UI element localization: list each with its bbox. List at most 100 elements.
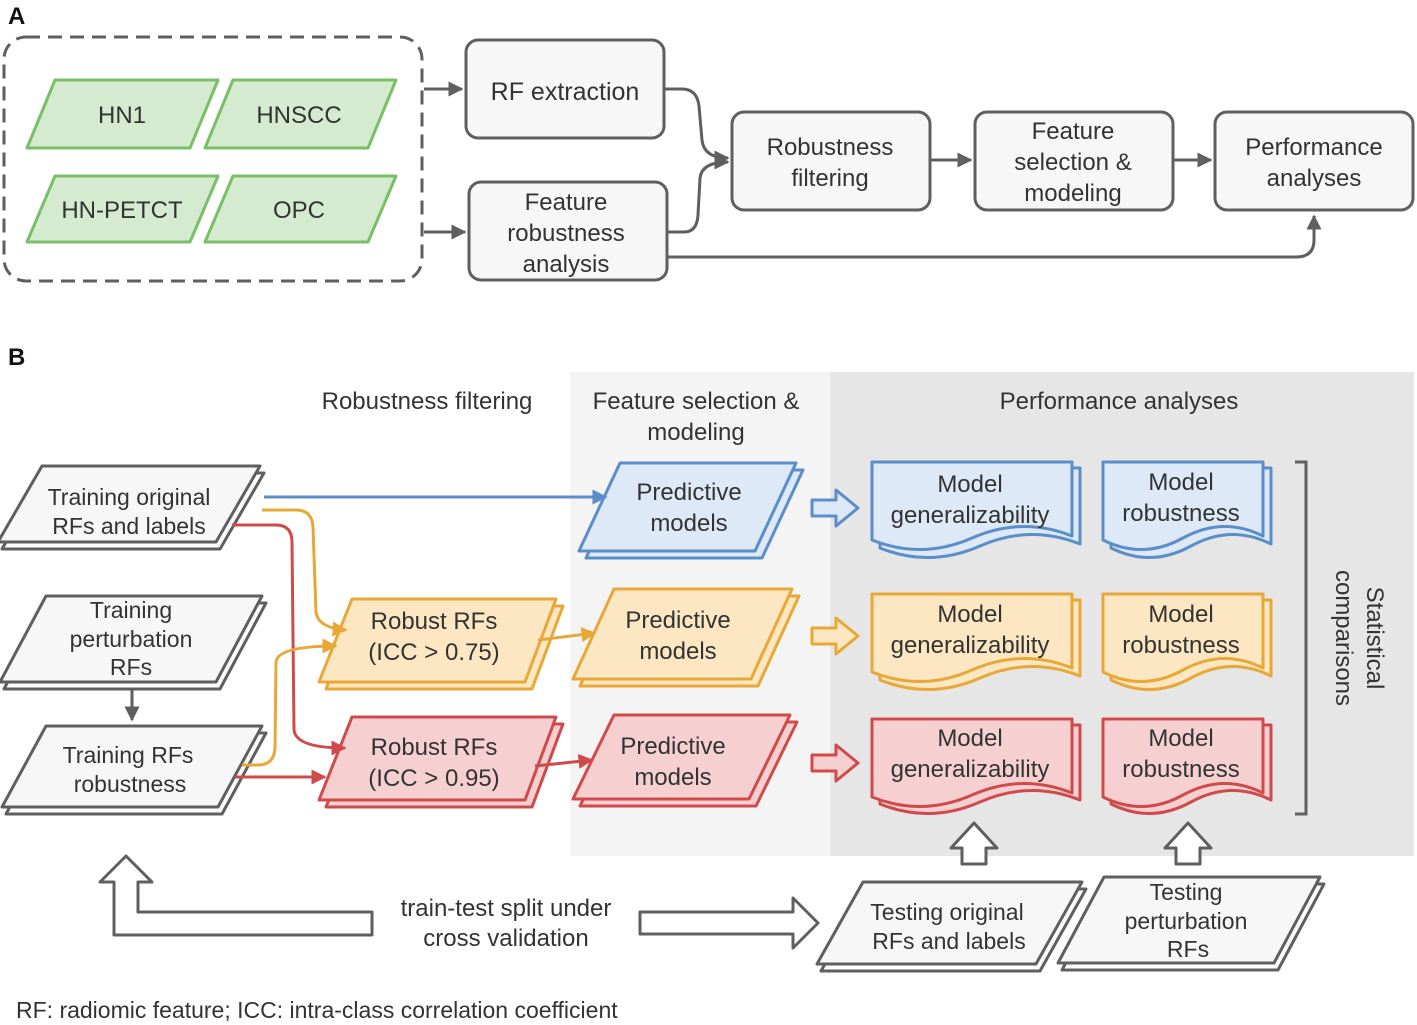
dataset-hn1: HN1 — [25, 78, 220, 150]
rob-blue-line-1: Model — [1148, 469, 1213, 496]
training-robustness-line-1: Training RFs — [63, 742, 194, 768]
gen-blue-line-2: generalizability — [891, 502, 1050, 529]
predictive-models-orange-doc: Predictive models — [571, 587, 801, 688]
robustness-filtering-box: Robustness filtering — [730, 110, 932, 212]
rob-orange-line-1: Model — [1148, 601, 1213, 628]
dataset-hn-petct: HN-PETCT — [25, 174, 220, 244]
predictive-models-blue-doc: Predictive models — [577, 461, 805, 560]
gen-blue-line-1: Model — [937, 471, 1002, 498]
model-generalizability-red-doc: Model generalizability — [870, 717, 1082, 816]
arrow-robust-075-to-pred — [537, 627, 597, 643]
rob-red-line-1: Model — [1148, 725, 1213, 752]
training-perturbation-doc: Training perturbation RFs — [0, 594, 268, 691]
testing-original-line-1: Testing original — [870, 899, 1023, 925]
fsm-line-3: modeling — [1024, 180, 1121, 207]
training-original-line-2: RFs and labels — [52, 513, 205, 539]
gen-orange-line-2: generalizability — [891, 632, 1050, 659]
model-generalizability-blue-doc: Model generalizability — [870, 460, 1082, 560]
statistical-line-1: Statistical — [1361, 587, 1388, 690]
fra-line-1: Feature — [525, 189, 608, 216]
rf-extraction-box: RF extraction — [464, 38, 666, 140]
testing-perturbation-doc: Testing perturbation RFs — [1056, 875, 1326, 972]
train-test-split-line-1: train-test split under — [401, 895, 612, 922]
pa-line-2: analyses — [1267, 165, 1362, 192]
robust-095-line-1: Robust RFs — [371, 734, 498, 761]
pred-red-line-2: models — [634, 764, 711, 791]
panel-a-label: A — [8, 3, 25, 30]
pred-orange-line-1: Predictive — [625, 607, 730, 634]
arrow-robustness-to-robust-075 — [242, 638, 338, 767]
arrow-training-to-robust-095 — [232, 523, 347, 756]
training-perturbation-line-2: perturbation — [70, 626, 193, 652]
dataset-group-box — [2, 35, 424, 283]
rf-box-line-1: Robustness — [767, 134, 894, 161]
robust-095-line-2: (ICC > 0.95) — [368, 765, 499, 792]
model-generalizability-orange-doc: Model generalizability — [870, 592, 1082, 692]
block-arrow-split-to-testing — [638, 896, 820, 950]
rf-box-line-2: filtering — [791, 165, 868, 192]
fsm-line-2: selection & — [1014, 149, 1131, 176]
gen-orange-line-1: Model — [937, 601, 1002, 628]
arrow-analysis-to-performance — [667, 214, 1322, 259]
block-arrow-blue — [810, 488, 860, 528]
dataset-opc-label: OPC — [273, 197, 325, 224]
robust-075-line-2: (ICC > 0.75) — [368, 639, 499, 666]
feature-robustness-analysis-box: Feature robustness analysis — [467, 180, 669, 282]
dataset-hn-petct-label: HN-PETCT — [61, 197, 183, 224]
predictive-models-red-doc: Predictive models — [571, 713, 799, 808]
model-robustness-blue-doc: Model robustness — [1101, 460, 1273, 559]
statistical-bracket — [1295, 460, 1308, 816]
header-performance-analyses: Performance analyses — [1000, 388, 1239, 415]
model-robustness-orange-doc: Model robustness — [1101, 592, 1273, 691]
testing-original-doc: Testing original RFs and labels — [815, 880, 1088, 973]
rf-extraction-label: RF extraction — [491, 78, 640, 106]
arrow-training-to-robust-075 — [262, 508, 348, 637]
panel-a-arrows — [424, 81, 1322, 259]
header-robustness-filtering: Robustness filtering — [322, 388, 533, 415]
robust-075-line-1: Robust RFs — [371, 608, 498, 635]
pred-blue-line-1: Predictive — [636, 479, 741, 506]
dataset-opc: OPC — [203, 174, 398, 244]
panel-b-label: B — [8, 344, 25, 371]
fra-line-2: robustness — [507, 220, 624, 247]
dataset-hn1-label: HN1 — [98, 102, 146, 129]
statistical-comparisons-label: Statistical comparisons — [1330, 570, 1388, 706]
gen-red-line-1: Model — [937, 725, 1002, 752]
training-robustness-doc: Training RFs robustness — [0, 724, 268, 816]
performance-analyses-box: Performance analyses — [1213, 110, 1415, 212]
colored-flow-arrows — [232, 489, 608, 785]
header-feature-selection-line-2: modeling — [647, 419, 744, 446]
block-arrow-orange — [810, 616, 860, 656]
feature-selection-modeling-box: Feature selection & modeling — [973, 110, 1175, 212]
fra-line-3: analysis — [523, 251, 610, 278]
robust-rfs-095-doc: Robust RFs (ICC > 0.95) — [317, 715, 565, 809]
block-arrow-red — [810, 743, 860, 783]
up-arrow-testing-original — [949, 821, 999, 866]
train-test-split-line-2: cross validation — [423, 925, 588, 952]
pred-red-line-1: Predictive — [620, 733, 725, 760]
training-original-line-1: Training original — [48, 484, 211, 510]
footnote: RF: radiomic feature; ICC: intra-class c… — [16, 997, 618, 1023]
pa-line-1: Performance — [1245, 134, 1382, 161]
gen-red-line-2: generalizability — [891, 756, 1050, 783]
testing-perturbation-line-3: RFs — [1167, 936, 1209, 962]
robust-rfs-075-doc: Robust RFs (ICC > 0.75) — [317, 597, 565, 691]
testing-perturbation-line-2: perturbation — [1125, 908, 1248, 934]
arrow-analysis-to-filtering — [667, 154, 730, 234]
statistical-line-2: comparisons — [1330, 570, 1357, 706]
model-robustness-red-doc: Model robustness — [1101, 717, 1273, 815]
pred-blue-line-2: models — [650, 510, 727, 537]
arrow-robust-095-to-pred — [534, 753, 594, 769]
arrow-extraction-to-filtering — [664, 87, 730, 166]
training-robustness-line-2: robustness — [74, 771, 187, 797]
testing-perturbation-line-1: Testing — [1150, 879, 1223, 905]
pred-orange-line-2: models — [639, 638, 716, 665]
testing-original-line-2: RFs and labels — [872, 928, 1025, 954]
up-arrow-testing-perturbation — [1163, 821, 1213, 866]
header-feature-selection-line-1: Feature selection & — [593, 388, 800, 415]
block-arrow-split-to-training — [98, 854, 374, 937]
rob-blue-line-2: robustness — [1122, 500, 1239, 527]
training-original-doc: Training original RFs and labels — [0, 464, 266, 551]
dataset-hnscc: HNSCC — [203, 78, 398, 150]
